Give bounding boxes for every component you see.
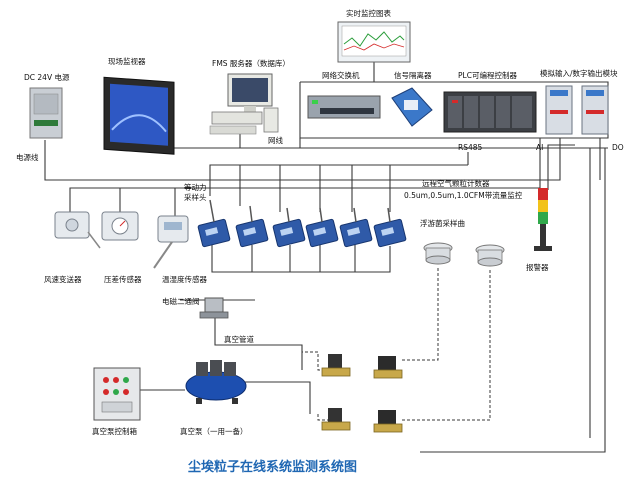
particle-counter [197, 199, 231, 248]
switch-label: 网络交换机 [322, 71, 360, 80]
vacuum-pump [185, 360, 247, 404]
io-module-label: 模拟输入/数字输出模块 [540, 69, 618, 78]
temp-humidity-label: 温湿度传感器 [162, 275, 207, 284]
plankton-samplers [423, 242, 505, 267]
isolator-label: 信号隔离器 [394, 71, 432, 80]
power-line-label: 电源线 [16, 153, 39, 162]
network-switch [307, 95, 381, 119]
io-modules [545, 85, 609, 135]
realtime-chart-monitor [337, 21, 411, 63]
wind-speed-label: 风速变送器 [44, 275, 82, 284]
pump-cabinet-label: 真空泵控制箱 [92, 427, 137, 436]
network-line-label: 网线 [268, 136, 283, 145]
isokinetic-label-1: 等动力 [184, 183, 207, 192]
field-monitor [103, 76, 175, 155]
realtime-chart-label: 实时监控图表 [346, 9, 391, 18]
wiring [44, 60, 609, 453]
remote-counter-spec: 0.5um,0.5um,1.0CFM带流量监控 [404, 191, 523, 200]
particle-counter [339, 207, 373, 248]
vacuum-pipe-label: 真空管道 [224, 335, 254, 344]
solenoid-valve [199, 297, 229, 319]
isokinetic-label-2: 采样头 [184, 193, 207, 202]
network-bus [299, 81, 609, 139]
alarm-label: 报警器 [526, 263, 549, 272]
alarm-light [534, 188, 552, 251]
wind-speed-transmitter [54, 211, 101, 249]
diagram-title: 尘埃粒子在线系统监测系统图 [188, 460, 358, 475]
temperature-humidity-sensor [153, 215, 189, 269]
vacuum-pump-label: 真空泵（一用一备） [180, 427, 248, 436]
differential-pressure-sensor [101, 211, 139, 241]
plankton-label: 浮游菌采样曲 [420, 219, 465, 228]
field-monitor-label: 现场监视器 [108, 57, 146, 66]
rs485-label: RS485 [458, 143, 483, 152]
solenoid-label: 电磁二通阀 [162, 297, 200, 306]
plankton-sampler [475, 244, 505, 267]
pump-control-cabinet [93, 367, 141, 421]
flow-valves [321, 354, 403, 433]
particle-counter [235, 205, 269, 248]
dc24v-power-supply [29, 87, 63, 139]
vacuum-pipes [302, 268, 491, 421]
plankton-sampler [423, 242, 453, 265]
do-label: DO [612, 143, 624, 152]
remote-counter-label: 远程空气颗粒计数器 [422, 179, 490, 188]
ai-label: AI [536, 143, 544, 152]
power-line [44, 138, 561, 181]
plc-label: PLC可编程控制器 [458, 71, 517, 80]
particle-counter [305, 207, 339, 248]
particle-counter [373, 207, 407, 248]
particle-counter [272, 207, 306, 248]
dc24v-label: DC 24V 电源 [24, 73, 70, 82]
diff-pressure-label: 压差传感器 [104, 275, 142, 284]
plc-controller [443, 91, 537, 133]
fms-server [209, 73, 279, 135]
particle-counters [197, 199, 407, 248]
signal-isolator [391, 87, 433, 127]
fms-server-label: FMS 服务器（数据库） [212, 59, 290, 68]
